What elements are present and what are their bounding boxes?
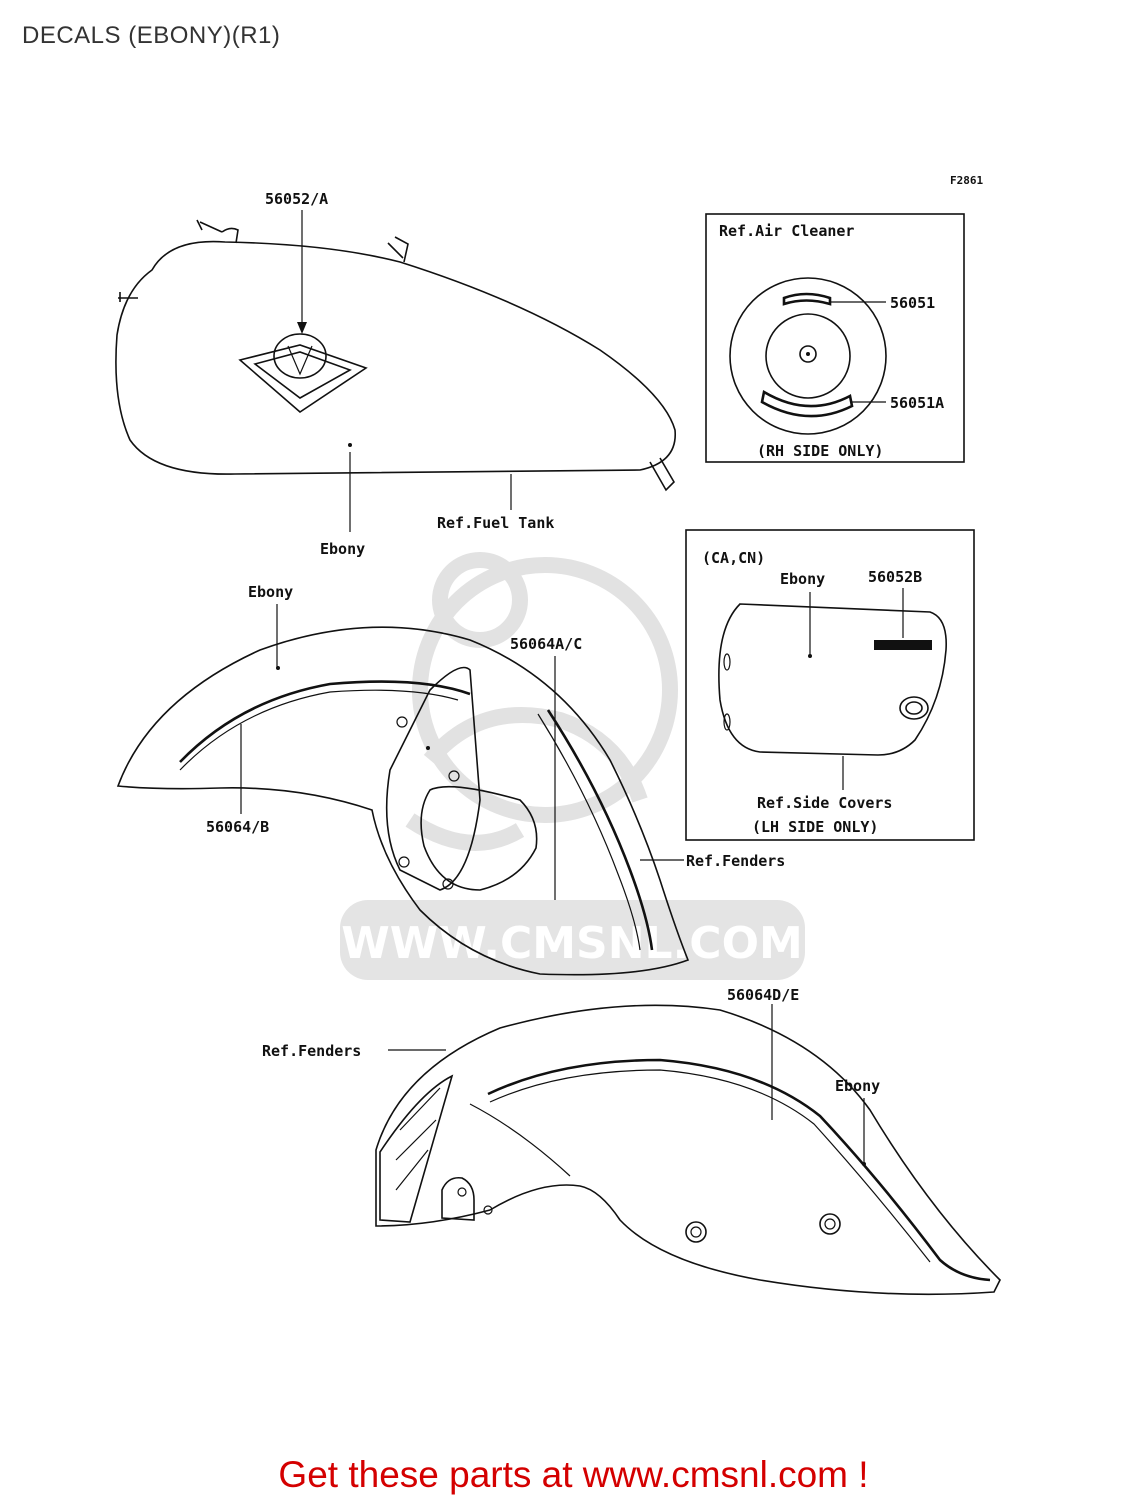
callout-56064-b: 56064/B [206,818,269,836]
callout-rear-ebony: Ebony [835,1077,880,1095]
callout-tank-ebony: Ebony [320,540,365,558]
callout-ref-fenders-front: Ref.Fenders [686,852,785,870]
fuel-tank-drawing [115,219,676,492]
air-cleaner-part-56051: 56051 [890,294,935,312]
page-title: DECALS (EBONY)(R1) [22,22,281,49]
front-fender-drawing [116,626,690,976]
side-cover-part-56052b: 56052B [868,568,922,586]
air-cleaner-part-56051a: 56051A [890,394,944,412]
air-cleaner-note: (RH SIDE ONLY) [757,442,883,460]
callout-ref-fuel-tank: Ref.Fuel Tank [437,514,554,532]
figure-code: F2861 [950,174,983,187]
side-cover-box: (CA,CN) Ebony 56052B Ref.Side Covers (LH… [685,529,975,841]
rear-fender-drawing [375,1004,1001,1296]
callout-56052-a: 56052/A [265,190,328,208]
footer-cta-link[interactable]: Get these parts at www.cmsnl.com ! [278,1454,869,1495]
callout-56064-a-c: 56064A/C [510,635,582,653]
callout-56064-d-e: 56064D/E [727,986,799,1004]
side-cover-ebony: Ebony [780,570,825,588]
watermark-logo: WWW.CMSNL.COM [340,552,805,980]
callout-front-ebony: Ebony [248,583,293,601]
watermark-text: WWW.CMSNL.COM [341,918,803,969]
side-cover-ref: Ref.Side Covers [757,794,892,812]
side-cover-region: (CA,CN) [702,549,765,567]
air-cleaner-box: Ref.Air Cleaner 56051 56051A (RH SIDE ON… [705,213,965,463]
side-cover-note: (LH SIDE ONLY) [752,818,878,836]
callout-ref-fenders-rear: Ref.Fenders [262,1042,361,1060]
air-cleaner-title: Ref.Air Cleaner [719,222,854,240]
